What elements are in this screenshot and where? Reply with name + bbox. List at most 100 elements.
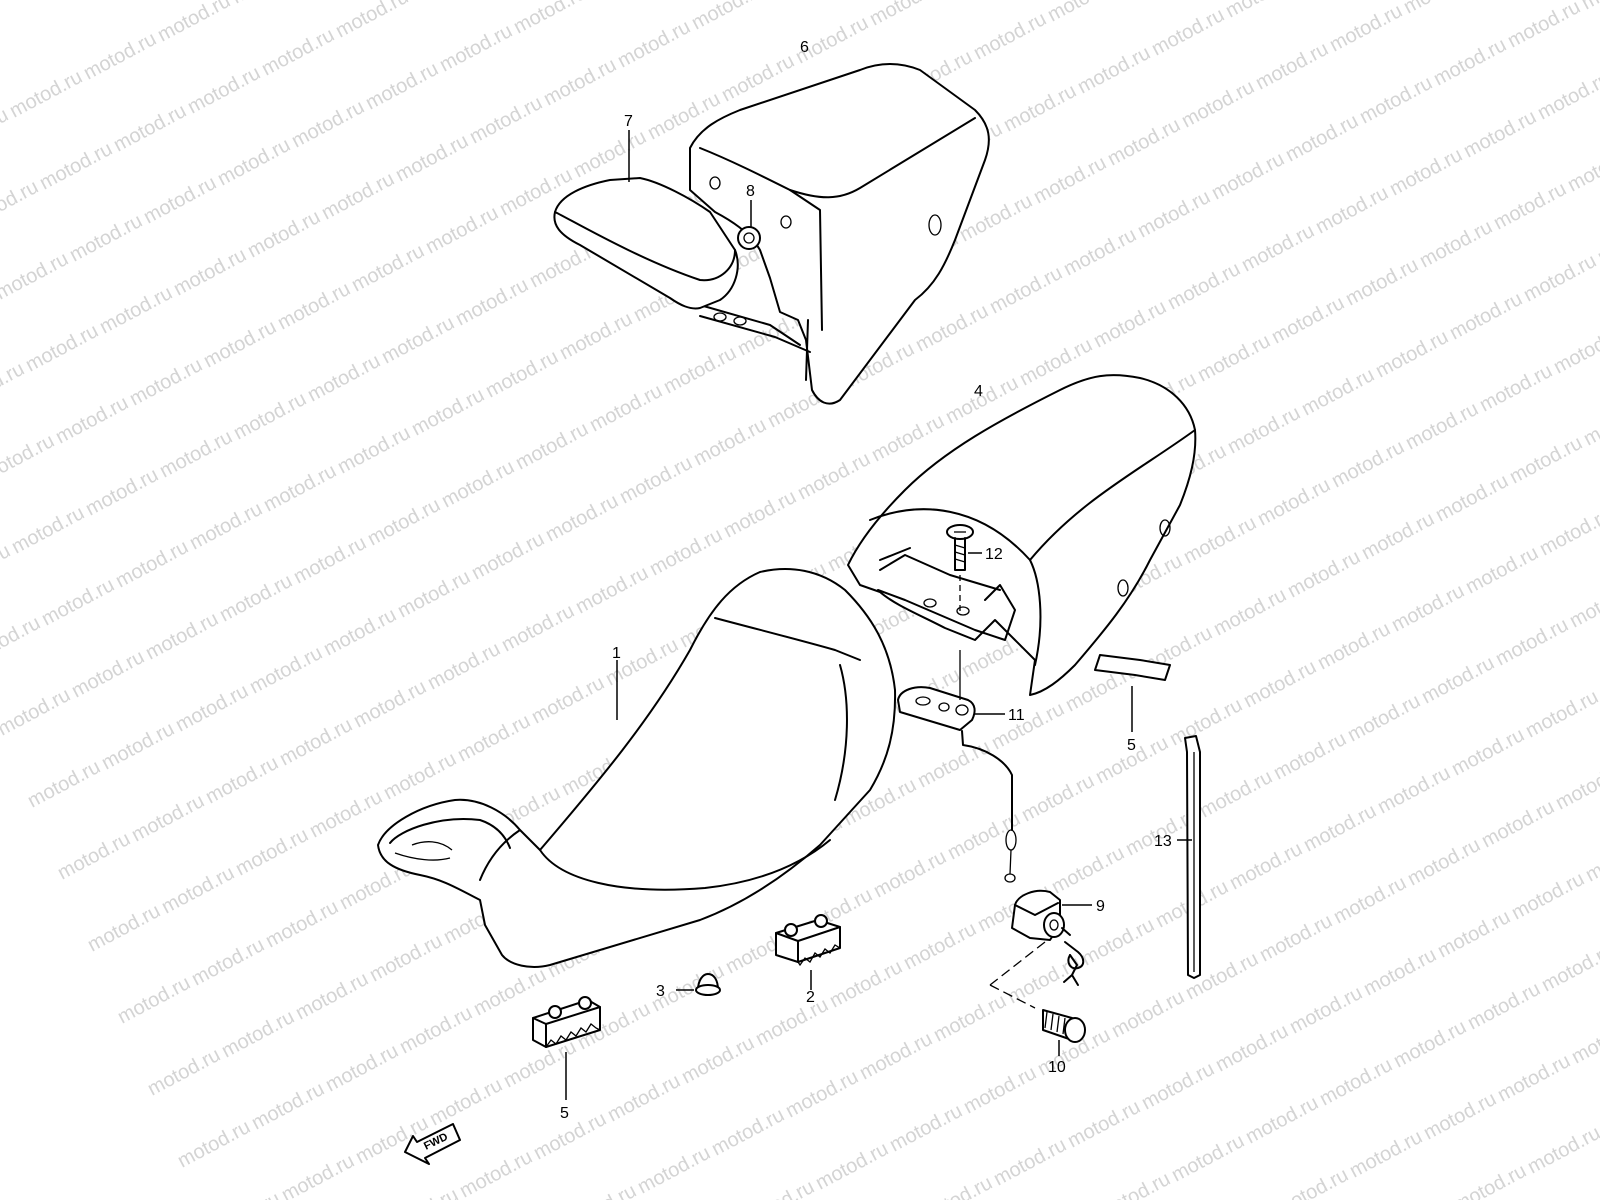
watermark-text: motod.ru bbox=[274, 278, 354, 334]
watermark-text: motod.ru bbox=[1552, 758, 1600, 814]
callout-1: 1 bbox=[612, 645, 621, 662]
watermark-text: motod.ru bbox=[1282, 110, 1362, 166]
callout-5-lower: 5 bbox=[560, 1105, 569, 1122]
part-4-pillion-seat bbox=[847, 374, 1197, 696]
watermark-text: motod.ru bbox=[678, 1032, 758, 1088]
watermark-text: motod.ru bbox=[986, 262, 1066, 318]
callout-10: 10 bbox=[1048, 1059, 1066, 1076]
watermark-text: motod.ru bbox=[1494, 1050, 1574, 1106]
watermark-text: motod.ru bbox=[378, 312, 458, 368]
watermark-text: motod.ru bbox=[128, 790, 208, 846]
watermark-text: motod.ru bbox=[614, 16, 694, 72]
watermark-text: motod.ru bbox=[366, 930, 446, 986]
watermark-text: motod.ru bbox=[752, 994, 832, 1050]
watermark-text: motod.ru bbox=[248, 1078, 328, 1134]
watermark-text: motod.ru bbox=[382, 1184, 462, 1200]
watermark-text: motod.ru bbox=[362, 58, 442, 114]
watermark-text: motod.ru bbox=[708, 1104, 788, 1160]
watermark-text: motod.ru bbox=[870, 846, 950, 902]
watermark-text: motod.ru bbox=[0, 684, 74, 740]
watermark-text: motod.ru bbox=[604, 1070, 684, 1126]
watermark-text: motod.ru bbox=[262, 896, 342, 952]
watermark-text: motod.ru bbox=[454, 710, 534, 766]
watermark-text: motod.ru bbox=[204, 1188, 284, 1200]
callout-8: 8 bbox=[746, 183, 755, 200]
watermark-text: motod.ru bbox=[868, 410, 948, 466]
watermark-text: motod.ru bbox=[1450, 1160, 1530, 1200]
watermark-text: motod.ru bbox=[54, 828, 134, 884]
watermark-text: motod.ru bbox=[1048, 842, 1128, 898]
watermark-text: motod.ru bbox=[228, 0, 308, 8]
watermark-text: motod.ru bbox=[1476, 360, 1556, 416]
watermark-text: motod.ru bbox=[470, 964, 550, 1020]
watermark-text: motod.ru bbox=[1524, 1122, 1600, 1178]
watermark-text: motod.ru bbox=[916, 1172, 996, 1200]
watermark-text: motod.ru bbox=[334, 422, 414, 478]
watermark-text: motod.ru bbox=[468, 528, 548, 584]
part-11-seat-lock bbox=[897, 650, 1017, 883]
watermark-text: motod.ru bbox=[912, 300, 992, 356]
watermark-text: motod.ru bbox=[1044, 0, 1124, 26]
watermark-text: motod.ru bbox=[422, 202, 502, 258]
watermark-text: motod.ru bbox=[24, 756, 104, 812]
watermark-text: motod.ru bbox=[1372, 326, 1452, 382]
watermark-text: motod.ru bbox=[1018, 770, 1098, 826]
watermark-text: motod.ru bbox=[1430, 34, 1510, 90]
watermark-text: motod.ru bbox=[1462, 542, 1542, 598]
fwd-arrow-icon bbox=[404, 1123, 461, 1165]
watermark-text: motod.ru bbox=[6, 66, 86, 122]
watermark-text: motod.ru bbox=[276, 714, 356, 770]
watermark-text: motod.ru bbox=[688, 0, 768, 34]
watermark-text: motod.ru bbox=[216, 570, 296, 626]
watermark-text: motod.ru bbox=[1508, 868, 1588, 924]
watermark-text: motod.ru bbox=[466, 92, 546, 148]
watermark-text: motod.ru bbox=[1224, 402, 1304, 458]
watermark-text: motod.ru bbox=[826, 956, 906, 1012]
callout-4: 4 bbox=[974, 383, 983, 400]
watermark-text: motod.ru bbox=[1074, 42, 1154, 98]
watermark-text: motod.ru bbox=[542, 490, 622, 546]
watermark-text: motod.ru bbox=[142, 608, 222, 664]
watermark-text: motod.ru bbox=[202, 752, 282, 808]
callout-3: 3 bbox=[656, 983, 665, 1000]
watermark-text: motod.ru bbox=[1166, 694, 1246, 750]
watermark-text: motod.ru bbox=[1194, 330, 1274, 386]
watermark-text: motod.ru bbox=[320, 604, 400, 660]
watermark-text: motod.ru bbox=[172, 680, 252, 736]
part-3-grommet bbox=[676, 973, 721, 996]
watermark-text: motod.ru bbox=[318, 168, 398, 224]
watermark-text: motod.ru bbox=[866, 0, 946, 30]
watermark-text: motod.ru bbox=[900, 918, 980, 974]
watermark-text: motod.ru bbox=[1504, 0, 1584, 52]
watermark-text: motod.ru bbox=[1180, 512, 1260, 568]
watermark-text: motod.ru bbox=[720, 486, 800, 542]
watermark-text: motod.ru bbox=[1344, 690, 1424, 746]
watermark-text: motod.ru bbox=[560, 1180, 640, 1200]
watermark-text: motod.ru bbox=[1254, 474, 1334, 530]
watermark-text: motod.ru bbox=[990, 1134, 1070, 1190]
part-5-rubber-cushion bbox=[532, 996, 601, 1100]
watermark-text: motod.ru bbox=[214, 134, 294, 190]
watermark-text: motod.ru bbox=[288, 96, 368, 152]
watermark-text: motod.ru bbox=[38, 574, 118, 630]
watermark-text: motod.ru bbox=[188, 934, 268, 990]
watermark-text: motod.ru bbox=[1298, 364, 1378, 420]
watermark-text: motod.ru bbox=[114, 972, 194, 1028]
watermark-text: motod.ru bbox=[1000, 80, 1080, 136]
watermark-text: motod.ru bbox=[782, 1066, 862, 1122]
watermark-text: motod.ru bbox=[260, 460, 340, 516]
watermark-text: motod.ru bbox=[1242, 1092, 1322, 1148]
watermark-text: motod.ru bbox=[1164, 258, 1244, 314]
watermark-text: motod.ru bbox=[8, 502, 88, 558]
callout-11: 11 bbox=[1008, 707, 1025, 724]
watermark-text: motod.ru bbox=[660, 342, 740, 398]
watermark-text: motod.ru bbox=[96, 282, 176, 338]
watermark-text: motod.ru bbox=[186, 498, 266, 554]
watermark-text: motod.ru bbox=[1104, 114, 1184, 170]
callout-9: 9 bbox=[1096, 898, 1105, 915]
watermark-text: motod.ru bbox=[174, 1116, 254, 1172]
watermark-text: motod.ru bbox=[438, 456, 518, 512]
watermark-text: motod.ru bbox=[1208, 148, 1288, 204]
watermark-text: motod.ru bbox=[1030, 152, 1110, 208]
watermark-text: motod.ru bbox=[914, 736, 994, 792]
